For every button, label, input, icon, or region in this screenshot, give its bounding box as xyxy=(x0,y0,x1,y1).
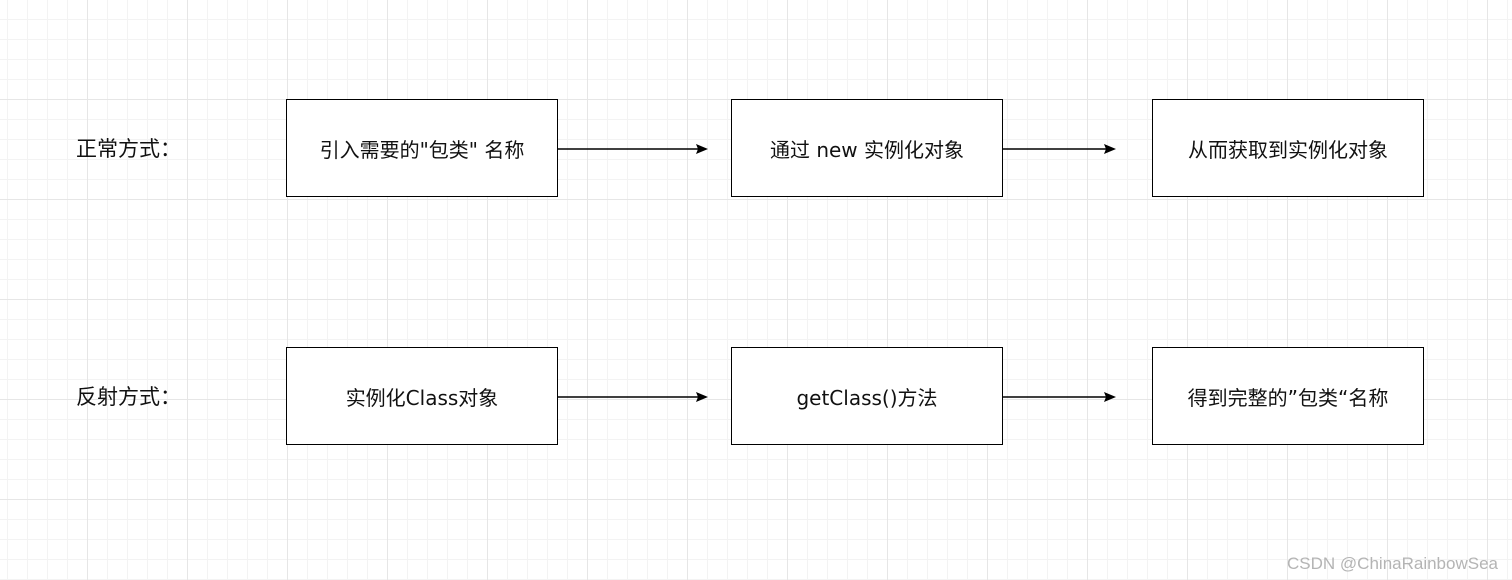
step-text: 实例化Class对象 xyxy=(345,385,499,410)
row-label-reflection: 反射方式： xyxy=(76,385,181,409)
step-box-import-package-name: 引入需要的"包类" 名称 xyxy=(286,99,558,197)
step-box-getclass-method: getClass()方法 xyxy=(731,347,1003,445)
arrow-right-icon xyxy=(558,144,708,154)
arrow-right-icon xyxy=(1003,392,1116,402)
step-text: 从而获取到实例化对象 xyxy=(1188,137,1388,162)
step-box-new-instance: 通过 new 实例化对象 xyxy=(731,99,1003,197)
step-text: 得到完整的”包类“名称 xyxy=(1187,385,1389,410)
arrow-right-icon xyxy=(558,392,708,402)
step-box-get-instance: 从而获取到实例化对象 xyxy=(1152,99,1424,197)
arrow-right-icon xyxy=(1003,144,1116,154)
watermark: CSDN @ChinaRainbowSea xyxy=(1287,554,1498,573)
step-text: 引入需要的"包类" 名称 xyxy=(319,137,525,162)
step-text: 通过 new 实例化对象 xyxy=(769,137,965,162)
row-label-normal: 正常方式： xyxy=(76,137,181,161)
step-text: getClass()方法 xyxy=(796,385,938,410)
step-box-instantiate-class-object: 实例化Class对象 xyxy=(286,347,558,445)
step-box-full-package-name: 得到完整的”包类“名称 xyxy=(1152,347,1424,445)
